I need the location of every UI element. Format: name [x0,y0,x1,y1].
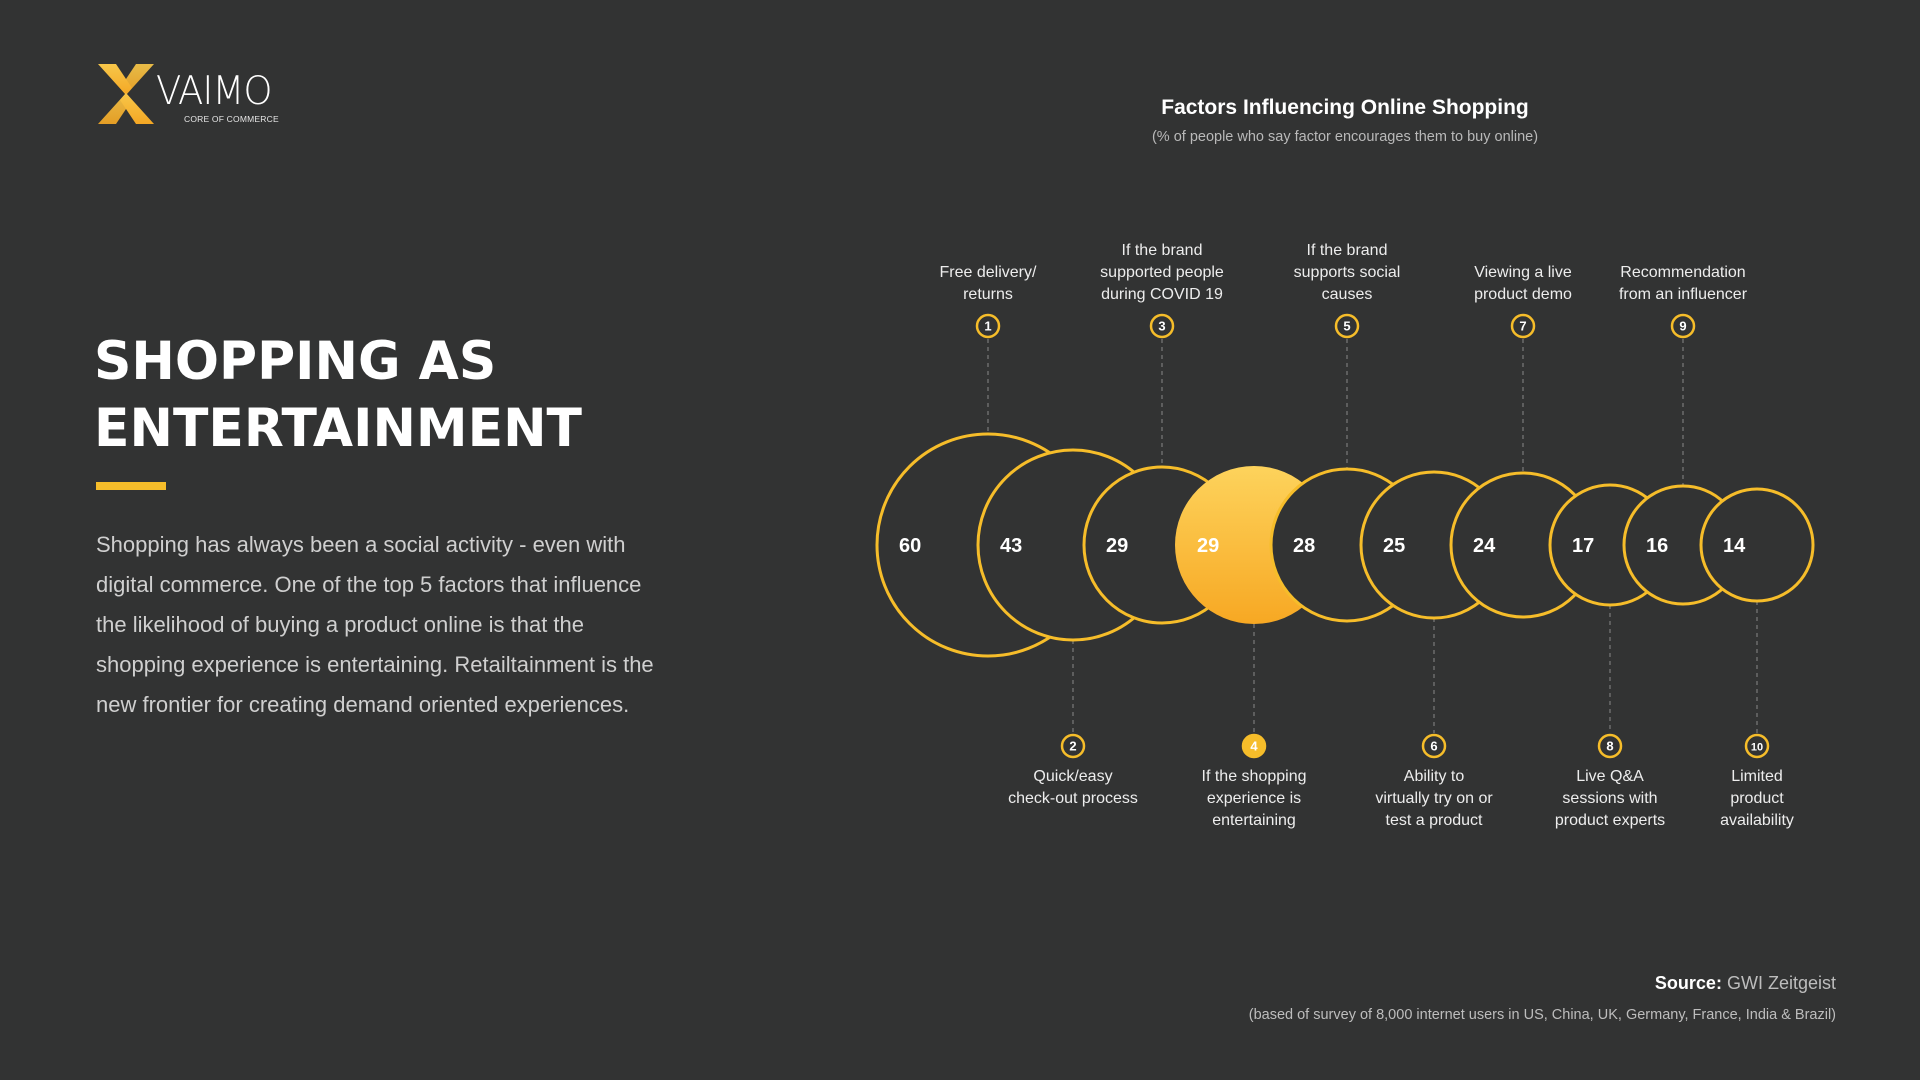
rank-badge-4: 4 [1241,733,1267,759]
rank-badge-5: 5 [1334,313,1360,339]
brand-tagline: CORE OF COMMERCE [184,114,279,124]
rank-badge-8: 8 [1597,733,1623,759]
rank-badge-6: 6 [1421,733,1447,759]
source-note: (based of survey of 8,000 internet users… [1248,1007,1836,1023]
factor-label-1: Free delivery/returns [939,264,1037,303]
brand-name: VAIMO [156,69,273,114]
connector-lines [987,339,1758,733]
bubble-value-1: 60 [899,535,921,557]
svg-text:1: 1 [984,319,991,334]
bubble-value-5: 28 [1293,535,1315,557]
bubbles: 60 43 29 29 28 25 24 17 16 14 [875,432,1815,658]
bubble-value-4: 29 [1197,535,1219,557]
vaimo-x-icon [98,64,154,124]
headline-accent-bar [96,482,166,490]
bubble-10: 14 [1699,487,1815,603]
svg-text:9: 9 [1679,319,1686,334]
bubble-value-6: 25 [1383,535,1405,557]
svg-text:7: 7 [1519,319,1526,334]
rank-badge-7: 7 [1510,313,1536,339]
svg-text:8: 8 [1606,739,1613,754]
svg-text:3: 3 [1158,319,1165,334]
svg-text:10: 10 [1751,742,1763,754]
bubble-value-8: 17 [1572,535,1594,557]
bubble-value-2: 43 [1000,535,1022,557]
rank-badge-9: 9 [1670,313,1696,339]
chart-subtitle: (% of people who say factor encourages t… [1151,129,1539,145]
page-headline: SHOPPING AS ENTERTAINMENT [94,328,682,462]
svg-text:5: 5 [1343,319,1350,334]
source-label: Source: [1654,973,1722,993]
rank-badge-2: 2 [1060,733,1086,759]
bubble-value-9: 16 [1646,535,1668,557]
headline-line-2: ENTERTAINMENT [94,398,582,459]
headline-line-1: SHOPPING AS [94,331,497,392]
bubble-value-10: 14 [1723,535,1746,557]
chart-title: Factors Influencing Online Shopping [1161,96,1529,119]
bubble-value-7: 24 [1473,535,1496,557]
intro-paragraph: Shopping has always been a social activi… [96,532,654,717]
vaimo-logo: VAIMO CORE OF COMMERCE [96,62,296,128]
svg-text:2: 2 [1069,739,1076,754]
source-name: GWI Zeitgeist [1726,973,1836,993]
svg-text:4: 4 [1250,739,1258,754]
rank-badge-1: 1 [975,313,1001,339]
rank-badge-10: 10 [1744,733,1770,759]
rank-badges: 1 2 3 4 5 6 7 8 9 10 [975,313,1770,759]
svg-text:6: 6 [1430,739,1437,754]
source-credit: Source: GWI Zeitgeist [1655,973,1836,994]
rank-badge-3: 3 [1149,313,1175,339]
bubble-value-3: 29 [1106,535,1128,557]
